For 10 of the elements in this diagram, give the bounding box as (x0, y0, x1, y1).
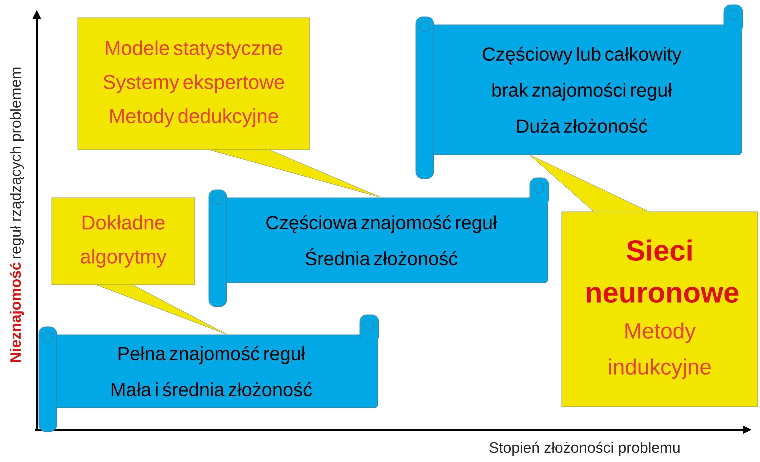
axis-title: Stopień złożoności problemu (490, 442, 680, 456)
scroll-banner: Częściowa znajomość reguł Średnia złożoność (214, 198, 548, 284)
callout-pointer (530, 155, 650, 212)
callout-pointer (96, 285, 228, 335)
scroll-banner: Pełna znajomość reguł Mała i średnia złożoność (44, 334, 378, 408)
callout-pointer (210, 150, 382, 198)
callout-box: Sieci neuronowe Metody indukcyjne (562, 212, 758, 408)
callout-box: Dokładne algorytmy (52, 198, 196, 286)
axis-title: Nieznajomość reguł rządzących problemem (10, 68, 24, 362)
scroll-banner: Częściowy lub całkowity brak znajomości reguł Duża złożoność (422, 24, 742, 156)
